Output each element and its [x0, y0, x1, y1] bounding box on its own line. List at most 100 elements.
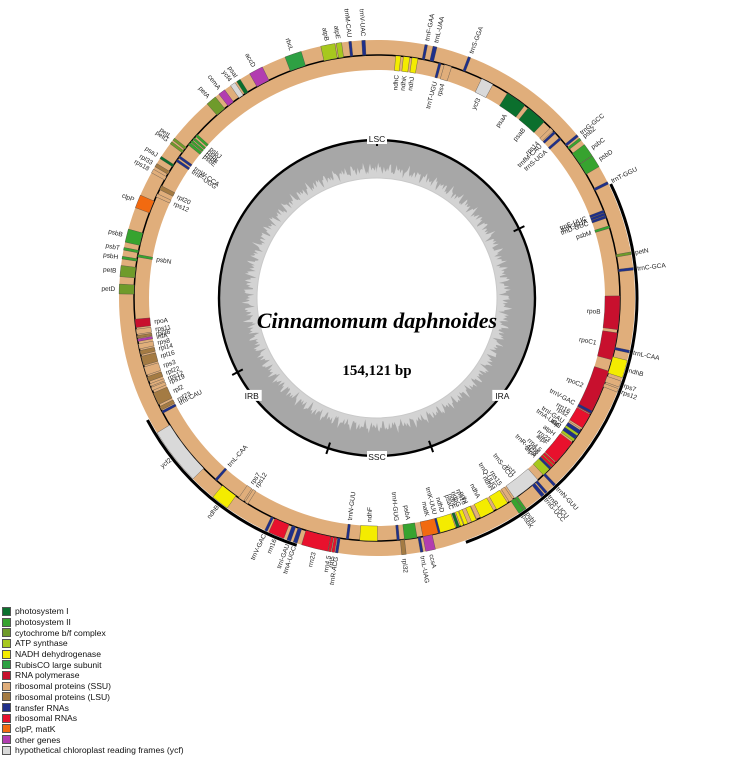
gene-block [331, 537, 338, 553]
legend-item: photosystem I [2, 606, 232, 617]
gene-label: cemA [206, 74, 222, 92]
gene-block [159, 156, 175, 167]
gene-block [244, 489, 257, 505]
gene-block [123, 247, 139, 254]
species-name: Cinnamomum daphnoides [257, 308, 497, 333]
region-label-ira: IRA [495, 391, 510, 401]
legend-item: transfer RNAs [2, 702, 232, 713]
legend-label: other genes [15, 734, 61, 745]
gene-block [268, 518, 290, 539]
gene-label: petB [103, 266, 117, 274]
legend-label: ribosomal proteins (LSU) [15, 691, 111, 702]
gene-block [440, 64, 452, 82]
gene-block [579, 155, 600, 175]
legend-label: ribosomal proteins (SSU) [15, 681, 111, 692]
legend-item: hypothetical chloroplast reading frames … [2, 745, 232, 756]
gene-block [175, 159, 191, 171]
gene-block [458, 509, 469, 526]
gene-block [169, 141, 184, 154]
gene-block [264, 516, 274, 532]
legend-item: cytochrome b/f complex [2, 627, 232, 638]
legend-label: clpP, matK [15, 723, 56, 734]
gene-label: rps4 [436, 83, 447, 98]
gene-block [395, 524, 400, 541]
region-label-ssc: SSC [368, 452, 385, 462]
gene-label: rpl16 [160, 349, 176, 360]
gene-block [320, 43, 338, 62]
gene-block [156, 424, 204, 480]
gene-block [451, 512, 460, 528]
gene-block [593, 181, 609, 191]
gene-block [155, 193, 172, 204]
gene-block [149, 378, 165, 387]
gene-block [499, 92, 526, 118]
gene-block [121, 256, 138, 262]
gene-block [328, 536, 334, 553]
legend-swatch [2, 660, 11, 670]
gene-block [589, 209, 605, 219]
legend-swatch [2, 724, 11, 734]
region-label-lsc: LSC [369, 134, 386, 144]
gene-label: psaC [443, 494, 455, 511]
gene-block [135, 194, 155, 214]
gene-block [500, 486, 514, 503]
gene-block [124, 228, 144, 246]
gene-block [286, 525, 296, 542]
gene-label: rbcL [284, 37, 295, 52]
gene-block [178, 155, 193, 167]
gene-label: psbN [156, 256, 172, 266]
gene-label: infA [156, 332, 169, 341]
gene-block [400, 539, 407, 556]
gene-label: rpoA [154, 317, 169, 325]
gene-block [615, 251, 632, 258]
gene-block [206, 96, 225, 116]
legend-label: ribosomal RNAs [15, 713, 78, 724]
gene-block [603, 383, 619, 393]
region-label-irb: IRB [245, 391, 260, 401]
gene-label: psbT [105, 243, 121, 253]
gene-block [230, 82, 244, 99]
gene-label: ndhJ [407, 76, 416, 91]
gene-block [474, 78, 494, 98]
gene-block [190, 140, 204, 152]
gene-block [542, 131, 556, 144]
region-boundary-tick [231, 368, 244, 376]
legend-item: other genes [2, 734, 232, 745]
legend-label: ATP synthase [15, 638, 68, 649]
gene-block [146, 371, 164, 382]
gene-block [236, 79, 249, 95]
legend-label: hypothetical chloroplast reading frames … [15, 745, 184, 756]
gene-label: atpB [320, 27, 329, 41]
gene-label: trnC-GCA [637, 262, 667, 272]
gene-label: ndhK [400, 75, 409, 92]
legend-swatch [2, 713, 11, 723]
gene-block [562, 427, 578, 440]
gene-block [335, 42, 344, 59]
gene-block [422, 534, 436, 552]
gene-block [409, 57, 419, 74]
gene-label: rpl36 [155, 329, 171, 338]
legend-swatch [2, 617, 11, 627]
gene-block [212, 485, 237, 509]
inner-disk [256, 177, 498, 419]
gene-label: petD [101, 286, 115, 293]
gene-block [594, 225, 610, 233]
legend-swatch [2, 681, 11, 691]
gene-block [214, 467, 228, 482]
legend-item: ATP synthase [2, 638, 232, 649]
gene-block [543, 473, 556, 487]
gene-block [434, 62, 442, 79]
gene-block [143, 362, 162, 376]
gene-label: rps8 [157, 337, 171, 346]
legend-label: RNA polymerase [15, 670, 80, 681]
gene-label: trnM-CAU [342, 8, 352, 38]
gene-block [465, 505, 477, 523]
gene-label: rps7 [623, 383, 638, 394]
region-boundary-tick [428, 440, 435, 453]
gene-block [192, 137, 206, 150]
gene-label: psaA [495, 112, 510, 129]
gene-block [421, 44, 428, 60]
legend-label: RubisCO large subunit [15, 659, 102, 670]
